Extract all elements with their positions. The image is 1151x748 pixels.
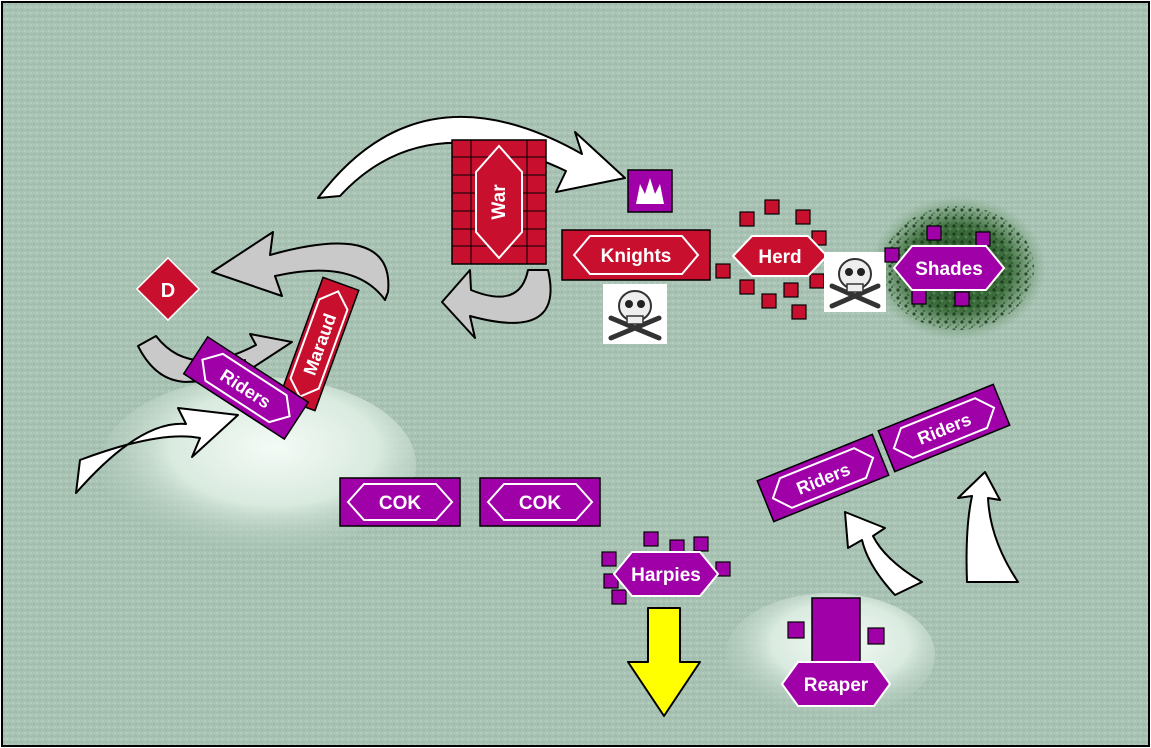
unit-cok-2[interactable]: COK [479,477,601,527]
skull-crossbones-icon [603,284,667,344]
unit-riders-right[interactable]: Riders [877,383,1011,473]
unit-cok-2-label: COK [519,493,562,514]
unit-knights-label: Knights [601,246,672,267]
unit-herd-label: Herd [758,247,801,268]
move-arrow-white-left [75,407,239,494]
skull-crossbones-icon [824,252,886,312]
move-arrow-yellow [627,607,701,717]
unit-war[interactable]: War [451,139,547,265]
unit-riders-mid[interactable]: Riders [756,433,890,523]
move-arrow-white-right-1 [844,511,923,596]
unit-cok-1[interactable]: COK [339,477,461,527]
unit-shades-label: Shades [915,259,983,280]
unit-dragon-label: D [161,280,175,302]
unit-reaper-label: Reaper [804,675,869,696]
unit-harpies[interactable]: Harpies [601,531,731,605]
unit-dragon[interactable]: D [135,256,201,322]
unit-maraud[interactable]: Maraud [278,276,360,412]
unit-war-label: War [489,184,510,220]
unit-reaper[interactable]: Reaper [780,597,892,707]
unit-herd[interactable]: Herd [715,199,829,320]
move-arrow-top [317,115,626,199]
move-arrow-grey-riders [137,333,293,383]
unit-shades[interactable]: Shades [884,225,1006,307]
unit-riders-left[interactable]: Riders [182,335,310,441]
unit-cok-1-label: COK [379,493,422,514]
unit-knights[interactable]: Knights [561,229,711,281]
move-arrow-grey-upper [211,231,390,301]
move-arrow-grey-war [441,269,552,339]
hill-left [100,377,416,553]
unit-harpies-label: Harpies [631,565,701,586]
flame-icon [627,169,673,213]
move-arrow-white-right-2 [957,471,1019,583]
